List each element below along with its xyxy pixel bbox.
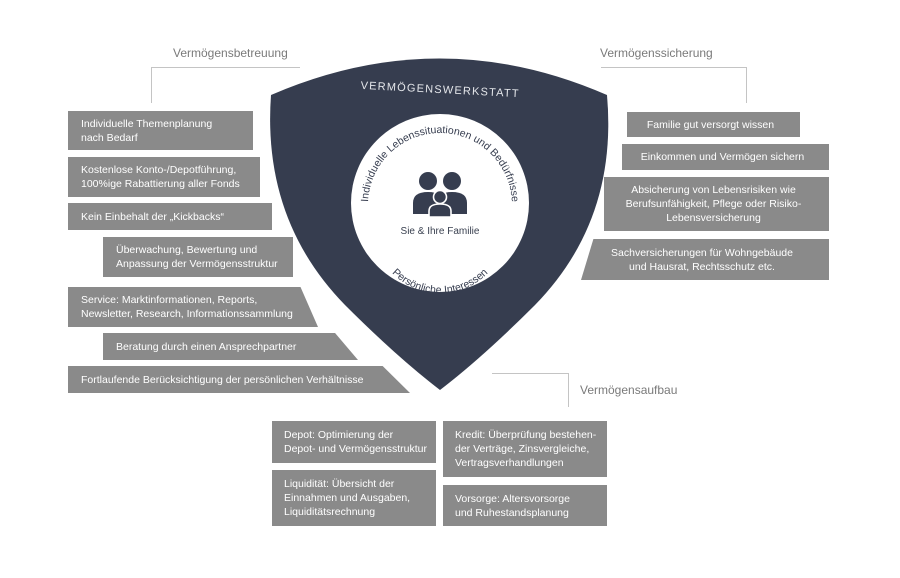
bracket-vermoegensaufbau	[492, 373, 569, 407]
section-title-vermoegensbetreuung: Vermögensbetreuung	[173, 46, 288, 60]
bottom-item-vorsorge: Vorsorge: Altersvorsorge und Ruhestandsp…	[443, 485, 607, 526]
right-item-sachversicherungen: Sachversicherungen für Wohngebäude und H…	[581, 239, 829, 280]
section-title-vermoegensaufbau: Vermögensaufbau	[580, 383, 678, 397]
left-item-themenplanung: Individuelle Themenplanung nach Bedarf	[68, 111, 253, 150]
section-title-vermoegenssicherung: Vermögenssicherung	[600, 46, 713, 60]
right-item-lebensrisiken: Absicherung von Lebensrisiken wie Berufs…	[604, 177, 829, 231]
family-icon	[413, 172, 467, 218]
bracket-vermoegenssicherung	[601, 67, 747, 103]
left-item-kontofuehrung: Kostenlose Konto-/Depotführung, 100%ige …	[68, 157, 260, 197]
left-item-ansprechpartner: Beratung durch einen Ansprechpartner	[103, 333, 358, 360]
bottom-item-liquiditaet: Liquidität: Übersicht der Einnahmen und …	[272, 470, 436, 526]
right-item-einkommen: Einkommen und Vermögen sichern	[622, 144, 829, 170]
left-item-ueberwachung: Überwachung, Bewertung und Anpassung der…	[103, 237, 293, 277]
bracket-vermoegensbetreuung	[151, 67, 300, 103]
left-item-verhaeltnisse: Fortlaufende Berücksichtigung der persön…	[68, 366, 410, 393]
bottom-item-depot: Depot: Optimierung der Depot- und Vermög…	[272, 421, 436, 463]
right-item-familie: Familie gut versorgt wissen	[627, 112, 800, 137]
center-label-family: Sie & Ihre Familie	[400, 226, 480, 237]
left-item-service: Service: Marktinformationen, Reports, Ne…	[68, 287, 318, 327]
bottom-item-kredit: Kredit: Überprüfung bestehen- der Verträ…	[443, 421, 607, 477]
left-item-kickbacks: Kein Einbehalt der „Kickbacks“	[68, 203, 272, 230]
